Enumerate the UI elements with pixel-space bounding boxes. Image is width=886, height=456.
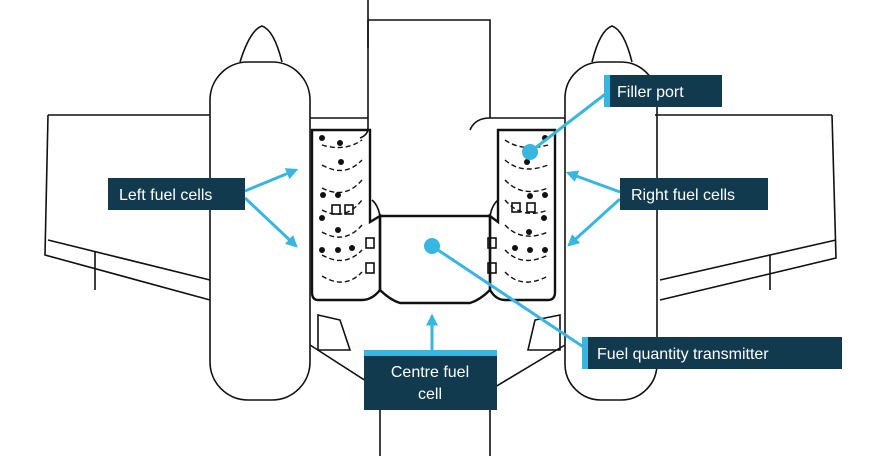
centre-fuel-cell-text-line2: cell	[418, 386, 442, 403]
centre-fuel-cell-outline	[378, 214, 492, 305]
left-fuel-cells-outline	[310, 128, 382, 302]
left-wing-outline	[44, 114, 211, 301]
left-fuel-cells-text: Left fuel cells	[119, 187, 212, 204]
right-fuel-cells-text: Right fuel cells	[631, 187, 735, 204]
left-fuel-cells-arrow-lower	[243, 196, 298, 248]
right-propeller-spinner	[591, 25, 633, 63]
aircraft-line-art	[44, 0, 837, 456]
centre-fuel-cell-text-line1: Centre fuel	[391, 364, 469, 381]
left-engine-nacelle	[209, 61, 311, 401]
label-right-fuel-cells: Right fuel cells	[620, 178, 768, 210]
fuel-quantity-transmitter-text: Fuel quantity transmitter	[597, 346, 769, 363]
right-fuel-cells-outline	[488, 128, 557, 302]
filler-port-marker	[522, 144, 538, 160]
fuselage-top	[367, 0, 491, 118]
right-engine-nacelle	[564, 61, 658, 401]
filler-port-text: Filler port	[617, 84, 684, 101]
left-fuel-cells-arrow-upper	[244, 168, 299, 193]
label-left-fuel-cells: Left fuel cells	[108, 178, 245, 210]
fuel-quantity-transmitter-pointer	[431, 244, 589, 352]
right-fuel-cells-arrow-lower	[567, 197, 622, 247]
label-fuel-quantity-transmitter: Fuel quantity transmitter	[582, 337, 842, 369]
right-wing-outline	[659, 114, 837, 301]
filler-port-pointer	[529, 90, 609, 154]
label-filler-port: Filler port	[604, 75, 722, 107]
fuel-quantity-transmitter-marker	[424, 238, 440, 254]
label-centre-fuel-cell: Centre fuel cell	[364, 350, 497, 410]
callout-pointers	[243, 90, 622, 352]
left-propeller-spinner	[239, 25, 283, 63]
right-fuel-cells-arrow-upper	[565, 170, 621, 194]
